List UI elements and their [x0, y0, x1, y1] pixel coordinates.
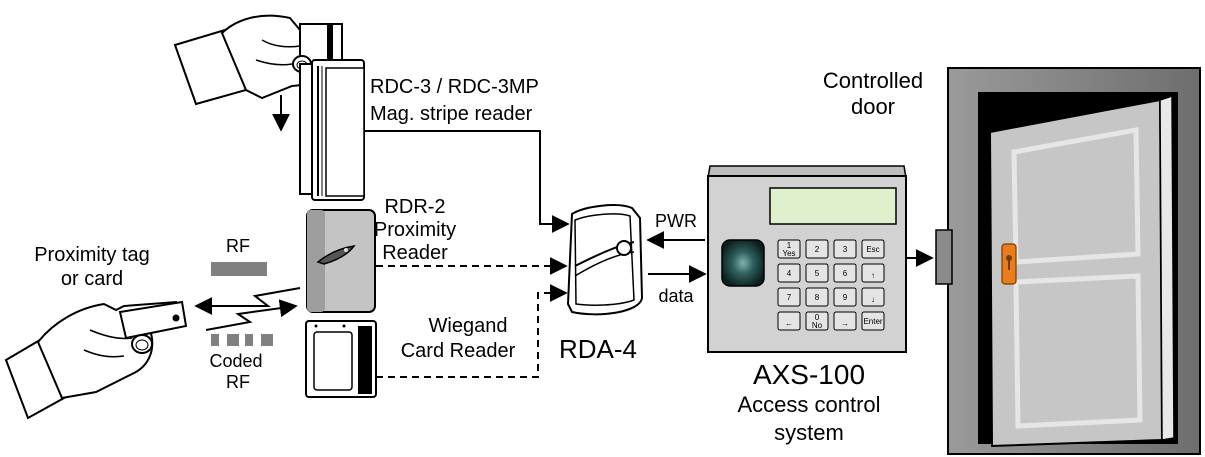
keypad-key[interactable]: 0No	[805, 311, 829, 331]
keypad-key-label: →	[841, 319, 849, 328]
controlled-door	[935, 67, 1201, 455]
prox-reader-model-label: RDR-2	[384, 196, 445, 218]
keypad-key[interactable]: →	[833, 311, 857, 331]
adapter-label: RDA-4	[559, 334, 637, 364]
prox-reader-label-2: Proximity	[374, 219, 456, 241]
keypad-key[interactable]: 4	[777, 263, 801, 283]
keypad-key[interactable]: ↑	[861, 263, 885, 283]
axs-label-3: system	[774, 420, 844, 445]
data-label: data	[658, 286, 694, 306]
keypad-key-sublabel: Yes	[782, 249, 795, 258]
door-label-1: Controlled	[823, 68, 923, 93]
coded-rf-wave-icon	[211, 334, 273, 346]
coded-label-2: RF	[226, 372, 250, 392]
keypad-key[interactable]: 8	[805, 287, 829, 307]
keypad-key[interactable]: Esc	[861, 239, 885, 259]
keypad-key[interactable]: 5	[805, 263, 829, 283]
rf-wave-icon	[211, 262, 267, 276]
keypad-key-sublabel: No	[812, 321, 823, 330]
keypad-key-label: 6	[843, 269, 848, 278]
keypad-key-label: ←	[785, 319, 793, 328]
mag-reader-model-label: RDC-3 / RDC-3MP	[370, 76, 539, 98]
mag-reader-connection	[364, 130, 570, 233]
prox-tag-label-1: Proximity tag	[34, 244, 150, 266]
keypad-key[interactable]: 7	[777, 287, 801, 307]
keypad-key[interactable]: ←	[777, 311, 801, 331]
prox-reader-label-3: Reader	[382, 242, 448, 264]
wiegand-label-1: Wiegand	[429, 315, 508, 337]
keypad-key[interactable]: 2	[805, 239, 829, 259]
keypad-key-label: Enter	[863, 317, 882, 326]
keypad-key[interactable]: Enter	[861, 311, 885, 331]
hand-hold-icon	[4, 300, 188, 420]
keypad-key-label: 7	[787, 293, 792, 302]
axs-label-2: Access control	[737, 392, 880, 417]
keypad-key-label: 8	[815, 293, 820, 302]
rda4-adapter	[566, 204, 644, 316]
wiegand-connection	[376, 284, 568, 378]
keypad-key-label: ↓	[871, 295, 875, 304]
keypad-key-label: 4	[787, 269, 792, 278]
keypad-key-label: 9	[843, 293, 848, 302]
mag-stripe-reader	[299, 59, 365, 201]
keypad-key[interactable]: 6	[833, 263, 857, 283]
pwr-label: PWR	[655, 211, 697, 231]
mag-reader-desc-label: Mag. stripe reader	[370, 103, 533, 125]
rf-label: RF	[226, 236, 250, 256]
keypad-key-label: 0	[815, 313, 820, 322]
lcd-display	[769, 187, 897, 225]
keypad-key[interactable]: 3	[833, 239, 857, 259]
keypad-key-label: 1	[787, 241, 792, 250]
door-label-2: door	[851, 94, 895, 119]
lightning-arrow-icon	[205, 299, 298, 331]
prox-tag-label-2: or card	[61, 268, 123, 290]
fingerprint-sensor-icon	[721, 239, 765, 287]
proximity-reader	[306, 209, 376, 313]
wiegand-label-2: Card Reader	[401, 340, 516, 362]
lightning-arrow-icon	[194, 287, 301, 315]
keypad-key-label: 5	[815, 269, 820, 278]
keypad-key-label: Esc	[866, 245, 879, 254]
keypad-key-label: 3	[843, 245, 848, 254]
wiegand-reader	[305, 320, 377, 398]
coded-label-1: Coded	[209, 351, 262, 371]
axs-model-label: AXS-100	[753, 359, 865, 390]
keypad-key[interactable]: ↓	[861, 287, 885, 307]
keypad-key[interactable]: 9	[833, 287, 857, 307]
keypad-key-label: 2	[815, 245, 820, 254]
keypad-key-label: ↑	[871, 271, 875, 280]
